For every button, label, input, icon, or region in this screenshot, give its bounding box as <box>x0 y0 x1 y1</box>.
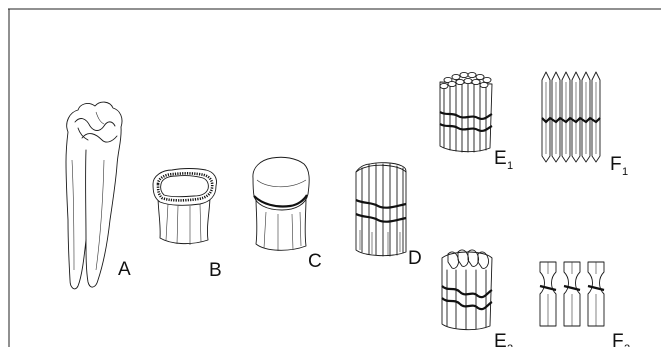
label-e1-subscript: 1 <box>507 160 513 172</box>
label-f1-letter: F <box>610 154 622 175</box>
label-b: B <box>209 260 222 281</box>
figure-e2-keyhole-block <box>441 249 493 331</box>
label-d: D <box>408 248 422 269</box>
label-e1-letter: E <box>494 148 507 169</box>
figure-b-enamel-cap <box>152 168 217 245</box>
label-c: C <box>308 251 322 272</box>
label-e2-subscript: 2 <box>507 343 513 347</box>
label-e2-letter: E <box>494 331 507 347</box>
label-f2-letter: F <box>612 331 624 347</box>
figure-c-crown <box>252 156 310 251</box>
figure-f1-rods <box>541 71 601 163</box>
figure-e1-rod-cluster <box>439 71 493 153</box>
label-f2-subscript: 2 <box>624 343 630 347</box>
label-a: A <box>118 259 131 280</box>
label-f1-subscript: 1 <box>622 166 628 178</box>
figure-d-prism-block <box>355 162 407 257</box>
figure-a-whole-tooth <box>65 101 123 290</box>
figure-f2-keyhole-rods <box>539 261 605 327</box>
